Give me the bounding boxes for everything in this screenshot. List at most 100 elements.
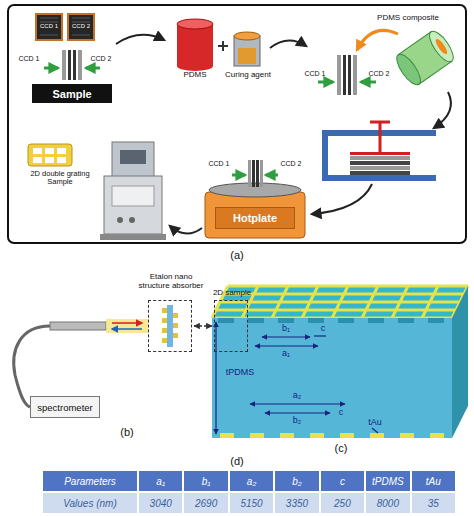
svg-rect bbox=[28, 144, 72, 166]
svg-rect bbox=[162, 328, 167, 333]
svg-rect bbox=[36, 14, 62, 40]
svg-rect bbox=[278, 318, 294, 323]
svg-rect bbox=[310, 433, 324, 438]
svg-rect bbox=[73, 50, 76, 80]
svg-rect bbox=[256, 160, 259, 187]
text-label: (d) bbox=[220, 455, 254, 467]
svg-rect bbox=[368, 318, 384, 323]
svg-ellipse bbox=[234, 32, 260, 40]
svg-line bbox=[112, 328, 142, 330]
text-label: CCD 1 bbox=[36, 23, 62, 30]
svg-path bbox=[270, 40, 306, 48]
text-label: c bbox=[334, 408, 348, 418]
table-text: 2690 bbox=[195, 498, 217, 509]
svg-ellipse bbox=[177, 61, 213, 71]
node-text: spectrometer bbox=[37, 402, 92, 413]
dashed-frame: Etalon nano structure absorber bbox=[148, 300, 192, 352]
svg-rect bbox=[338, 318, 354, 323]
svg-ellipse bbox=[434, 37, 449, 55]
svg-line bbox=[262, 336, 310, 337]
text-label: b₂ bbox=[287, 416, 307, 426]
table-cell: 8000 bbox=[365, 492, 410, 514]
text-label: (a) bbox=[220, 249, 254, 261]
table-cell: 3040 bbox=[138, 492, 183, 514]
svg-rect bbox=[8, 5, 466, 243]
svg-rect bbox=[430, 433, 444, 438]
panel-b-art bbox=[14, 305, 239, 407]
svg-rect bbox=[280, 433, 294, 438]
text-label: b₁ bbox=[276, 324, 296, 334]
svg-rect bbox=[350, 171, 410, 175]
svg-ellipse bbox=[177, 19, 213, 29]
svg-rect bbox=[218, 318, 234, 323]
table-cell: b₂ bbox=[274, 470, 319, 492]
svg-polygon bbox=[452, 286, 468, 438]
svg-rect bbox=[57, 148, 66, 154]
parameter-table: Parametersa₁b₁a₂b₂ctPDMStAuValues (nm)30… bbox=[42, 470, 456, 514]
panel-a-art bbox=[8, 5, 466, 243]
svg-ellipse bbox=[425, 28, 457, 66]
svg-rect bbox=[400, 433, 414, 438]
node-text: Sample bbox=[52, 88, 91, 100]
svg-rect bbox=[340, 433, 354, 438]
text-label: PDMS bbox=[175, 71, 215, 80]
table-cell: 250 bbox=[320, 492, 365, 514]
svg-rect bbox=[78, 50, 82, 80]
svg-rect bbox=[104, 176, 162, 234]
svg-line bbox=[215, 322, 216, 434]
svg-rect bbox=[57, 157, 66, 163]
text-label: a₁ bbox=[276, 349, 296, 359]
grating-3d bbox=[212, 286, 468, 438]
node-text: Hotplate bbox=[233, 212, 277, 224]
text-label: CCD 1 bbox=[14, 55, 44, 63]
svg-rect bbox=[353, 55, 357, 95]
text-label: (c) bbox=[324, 442, 358, 454]
svg-rect bbox=[350, 152, 410, 155]
table-text: 250 bbox=[334, 498, 351, 509]
text-label: a₂ bbox=[287, 391, 307, 401]
svg-path bbox=[434, 92, 451, 128]
svg-line bbox=[314, 335, 326, 336]
table-text: Values (nm) bbox=[63, 498, 117, 509]
svg-rect bbox=[162, 318, 167, 323]
svg-line bbox=[265, 412, 330, 413]
table-text: 8000 bbox=[377, 498, 399, 509]
svg-g bbox=[393, 28, 458, 88]
svg-rect bbox=[45, 157, 54, 163]
svg-rect bbox=[68, 14, 94, 40]
svg-rect bbox=[248, 160, 251, 187]
table-text: c bbox=[340, 476, 345, 487]
svg-rect bbox=[106, 319, 148, 333]
text-label: Curing agent bbox=[218, 71, 278, 80]
svg-rect bbox=[162, 338, 167, 343]
table-text: 3040 bbox=[150, 498, 172, 509]
text-label: CCD 2 bbox=[362, 70, 396, 78]
table-text: tAu bbox=[426, 476, 441, 487]
svg-line bbox=[370, 121, 390, 124]
svg-rect bbox=[33, 157, 42, 163]
svg-line bbox=[250, 403, 345, 404]
black-label-box: Sample bbox=[32, 84, 112, 103]
table-cell: tPDMS bbox=[365, 470, 410, 492]
svg-line bbox=[86, 67, 100, 70]
svg-rect bbox=[348, 55, 351, 95]
table-cell: 3350 bbox=[274, 492, 319, 514]
svg-rect bbox=[248, 318, 264, 323]
dashed-frame: 2D sample bbox=[214, 300, 248, 352]
svg-rect bbox=[68, 50, 71, 80]
svg-rect bbox=[173, 313, 178, 318]
svg-ellipse bbox=[393, 51, 425, 89]
dashed-double-arrow bbox=[194, 325, 212, 326]
spectrometer-box: spectrometer bbox=[30, 396, 100, 418]
svg-rect bbox=[350, 161, 410, 165]
svg-rect bbox=[428, 318, 444, 323]
svg-rect bbox=[252, 160, 255, 187]
svg-line bbox=[255, 345, 318, 346]
svg-line bbox=[112, 322, 142, 324]
svg-rect bbox=[238, 48, 256, 64]
table-text: a₂ bbox=[247, 476, 256, 487]
svg-path bbox=[357, 30, 398, 50]
table-cell: c bbox=[320, 470, 365, 492]
text-label: CCD 1 bbox=[202, 160, 236, 168]
